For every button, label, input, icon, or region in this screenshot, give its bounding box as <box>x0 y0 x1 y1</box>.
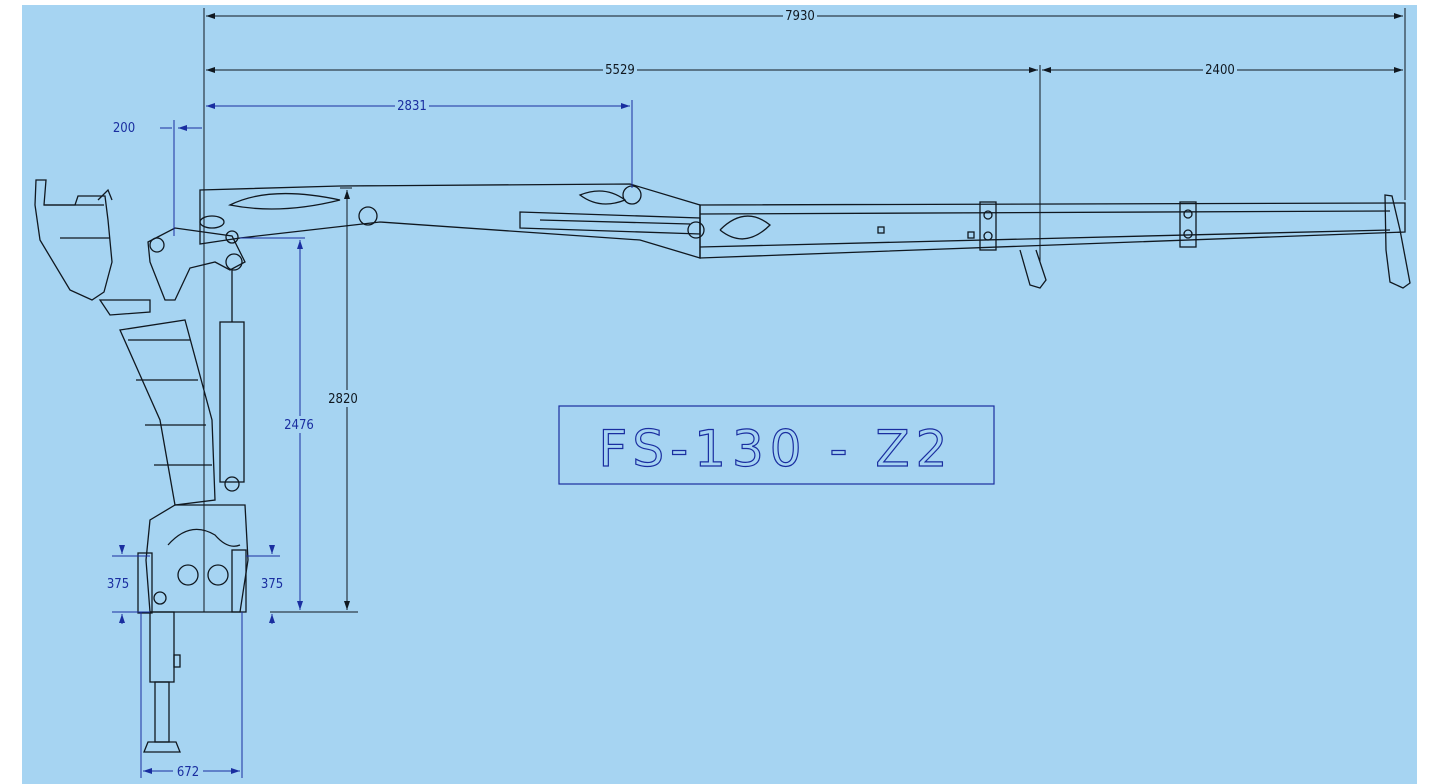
dim-label-7930: 7930 <box>785 9 815 24</box>
dim-label-375-left: 375 <box>107 577 129 592</box>
dim-label-2476: 2476 <box>284 418 314 433</box>
dim-label-2820: 2820 <box>328 392 358 407</box>
slewing-base <box>137 504 249 614</box>
dim-label-2831: 2831 <box>397 99 427 114</box>
model-title-box: FS-130 - Z2 <box>558 405 995 485</box>
dimension-labels: 7930 5529 2400 2831 200 2820 2476 375 37… <box>107 8 1237 780</box>
dim-label-672: 672 <box>177 765 199 780</box>
dim-label-375-right: 375 <box>261 577 283 592</box>
drawing-sheet <box>22 5 1417 784</box>
dim-label-200: 200 <box>113 121 135 136</box>
dim-label-5529: 5529 <box>605 63 635 78</box>
crane-column <box>34 179 246 506</box>
crane-outline <box>34 179 1411 753</box>
stabilizer-leg <box>143 611 181 753</box>
dim-label-2400: 2400 <box>1205 63 1235 78</box>
model-title: FS-130 - Z2 <box>599 420 954 478</box>
main-boom <box>199 183 705 259</box>
